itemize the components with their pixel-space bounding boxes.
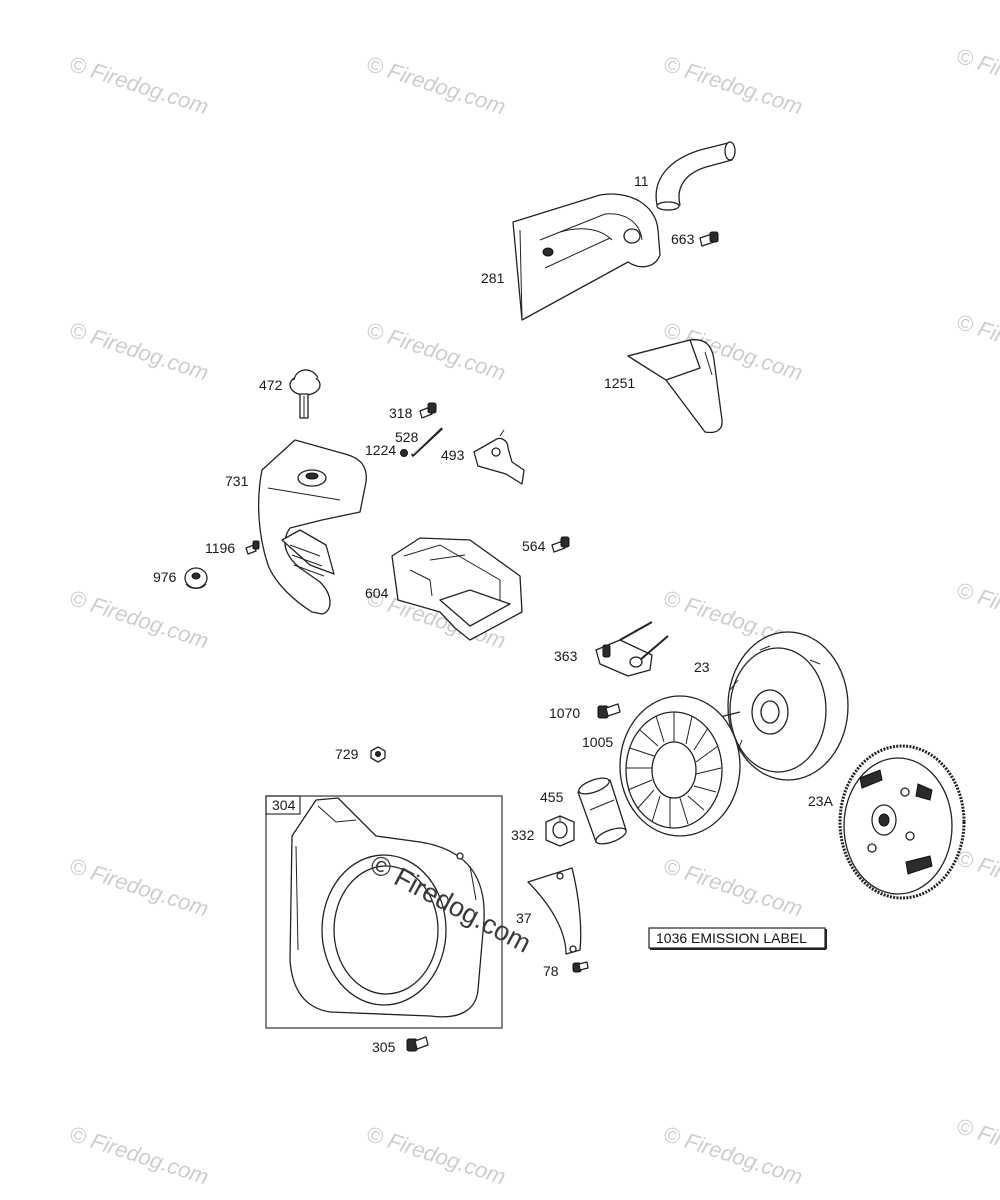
part-363-ignition[interactable] bbox=[595, 621, 669, 677]
part-37-screen[interactable] bbox=[527, 867, 582, 955]
callout-1224[interactable]: 1224 bbox=[365, 442, 396, 458]
part-1005-fan[interactable] bbox=[619, 695, 741, 837]
part-304-blower-housing[interactable] bbox=[265, 795, 503, 1029]
part-1070-screw[interactable] bbox=[597, 703, 621, 719]
watermark: © Firedog.com bbox=[363, 1121, 508, 1189]
callout-363[interactable]: 363 bbox=[554, 648, 578, 664]
callout-472[interactable]: 472 bbox=[259, 377, 283, 393]
housing-frame bbox=[265, 795, 503, 1029]
callout-455[interactable]: 455 bbox=[540, 789, 564, 805]
part-318-screw[interactable] bbox=[419, 402, 437, 419]
watermark: © Firedog.com bbox=[660, 1121, 805, 1189]
callout-318[interactable]: 318 bbox=[389, 405, 413, 421]
callout-604[interactable]: 604 bbox=[365, 585, 389, 601]
callout-731[interactable]: 731 bbox=[225, 473, 249, 489]
callout-281[interactable]: 281 bbox=[481, 270, 505, 286]
emission-label-text: 1036 EMISSION LABEL bbox=[656, 930, 807, 946]
watermark: © Firedog.com bbox=[660, 853, 805, 921]
part-305-screw[interactable] bbox=[406, 1036, 429, 1052]
part-332-nut[interactable] bbox=[545, 815, 575, 847]
watermark: © Firedog.com bbox=[953, 43, 1000, 111]
callout-304[interactable]: 304 bbox=[272, 797, 296, 813]
housing-label-box bbox=[265, 795, 301, 815]
watermark: © Firedog.com bbox=[953, 845, 1000, 913]
part-23-flywheel[interactable] bbox=[699, 631, 849, 781]
part-1224-clip[interactable] bbox=[400, 449, 408, 457]
watermark: © Firedog.com bbox=[953, 577, 1000, 645]
part-78-screw[interactable] bbox=[572, 961, 589, 973]
callout-528[interactable]: 528 bbox=[395, 429, 419, 445]
callout-11[interactable]: 11 bbox=[634, 173, 649, 189]
part-455-cup[interactable] bbox=[577, 775, 628, 847]
callout-23a[interactable]: 23A bbox=[808, 793, 834, 809]
watermark: © Firedog.com bbox=[363, 51, 508, 119]
part-564-screw[interactable] bbox=[551, 536, 570, 553]
watermark: © Firedog.com bbox=[953, 309, 1000, 377]
part-23a-ring-gear-flywheel[interactable] bbox=[838, 744, 966, 900]
callout-1251[interactable]: 1251 bbox=[604, 375, 635, 391]
emission-label[interactable]: 1036 EMISSION LABEL bbox=[648, 927, 827, 950]
callout-332[interactable]: 332 bbox=[511, 827, 535, 843]
callout-729[interactable]: 729 bbox=[335, 746, 359, 762]
watermark: © Firedog.com bbox=[953, 1113, 1000, 1181]
watermark: © Firedog.com bbox=[66, 317, 211, 385]
callout-564[interactable]: 564 bbox=[522, 538, 546, 554]
watermark: © Firedog.com bbox=[660, 51, 805, 119]
watermark: © Firedog.com bbox=[66, 1121, 211, 1189]
part-604-baffle[interactable] bbox=[391, 537, 523, 641]
watermark-grid: © Firedog.com © Firedog.com © Firedog.co… bbox=[66, 43, 1000, 1189]
callout-78[interactable]: 78 bbox=[543, 963, 559, 979]
watermark: © Firedog.com bbox=[66, 585, 211, 653]
part-493-bracket[interactable] bbox=[473, 429, 525, 485]
callout-976[interactable]: 976 bbox=[153, 569, 177, 585]
part-976-grommet[interactable] bbox=[184, 567, 208, 589]
part-472-dipstick[interactable] bbox=[289, 369, 321, 419]
part-1196-screw[interactable] bbox=[245, 540, 260, 555]
callout-305[interactable]: 305 bbox=[372, 1039, 396, 1055]
part-663-screw[interactable] bbox=[699, 231, 719, 247]
part-528-link[interactable] bbox=[410, 426, 444, 458]
watermark: © Firedog.com bbox=[66, 51, 211, 119]
watermark: © Firedog.com bbox=[66, 853, 211, 921]
callout-663[interactable]: 663 bbox=[671, 231, 695, 247]
part-729-nut[interactable] bbox=[370, 746, 386, 763]
part-281-air-guide[interactable] bbox=[512, 193, 661, 321]
callout-493[interactable]: 493 bbox=[441, 447, 465, 463]
watermark: © Firedog.com bbox=[363, 317, 508, 385]
callout-1070[interactable]: 1070 bbox=[549, 705, 580, 721]
callout-1005[interactable]: 1005 bbox=[582, 734, 613, 750]
callout-23[interactable]: 23 bbox=[694, 659, 710, 675]
part-11-tube[interactable] bbox=[655, 141, 736, 211]
part-1251-shield[interactable] bbox=[627, 339, 723, 434]
part-731-cover[interactable] bbox=[257, 439, 367, 615]
callout-1196[interactable]: 1196 bbox=[205, 540, 235, 556]
callout-37[interactable]: 37 bbox=[516, 910, 532, 926]
